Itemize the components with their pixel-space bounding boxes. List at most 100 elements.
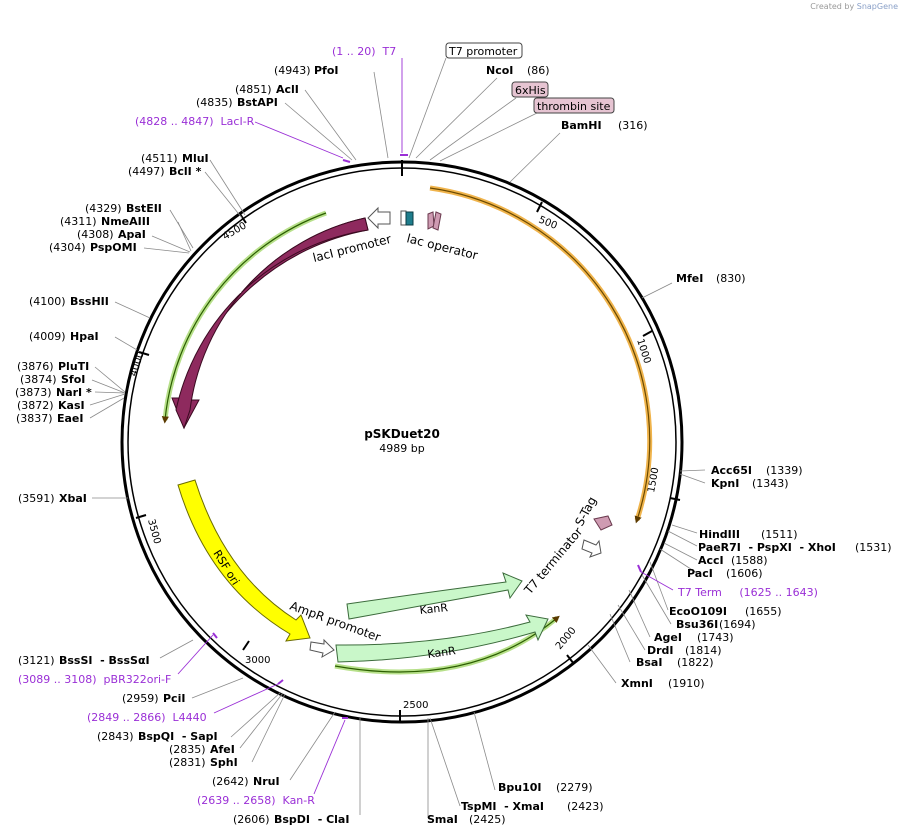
- enzyme-bsai: BsaI: [636, 656, 662, 669]
- enzyme-acci: AccI: [698, 554, 724, 567]
- kanr-arrow-1: [346, 572, 523, 620]
- enzyme-bsu36i: Bsu36I: [676, 618, 718, 631]
- primer-t7-term-label: T7 Term (1625 .. 1643): [677, 586, 818, 599]
- enzyme-bspqi-sapi: BspQI - SapI: [138, 730, 218, 743]
- orf-arc-right: [429, 187, 651, 524]
- enzyme-acc65i: Acc65I: [711, 464, 752, 477]
- tick-label-3000: 3000: [245, 655, 270, 666]
- orf-arc-right-outline: [429, 185, 653, 521]
- enzyme-ecoo109i: EcoO109I: [669, 605, 727, 618]
- tick-labels: 500 1000 1500 2000 2500 3000 3500 4000 4…: [128, 215, 661, 711]
- ampr-promoter-arrow: [309, 638, 335, 659]
- top-feature-labels: T7 promoter 6xHis thrombin site: [445, 42, 615, 114]
- t7-terminator-label: T7 terminator: [521, 525, 585, 598]
- rsf-ori-arrow: [177, 479, 311, 642]
- enzyme-mfei-pos: (830): [716, 272, 746, 285]
- t7-promoter-box: [400, 210, 407, 226]
- enzyme-kasi: KasI: [58, 399, 85, 412]
- t7-promoter-label-box: [445, 42, 523, 59]
- enzyme-bsssi: BssSI - BssSαI: [59, 654, 150, 667]
- enzyme-hpai-pos: (4009): [29, 330, 66, 343]
- enzyme-nmeaiii: NmeAIII: [101, 215, 150, 228]
- primer-l4440-label: (2849 .. 2866) L4440: [87, 711, 207, 724]
- enzyme-kasi-pos: (3872): [17, 399, 54, 412]
- enzyme-pspomi: PspOMI: [90, 241, 137, 254]
- primer-pbr322ori-f-label: (3089 .. 3108) pBR322ori-F: [18, 673, 171, 686]
- enzyme-nrui: NruI: [253, 775, 280, 788]
- enzyme-pluti: PluTI: [58, 360, 89, 373]
- enzyme-nari-pos: (3873): [15, 386, 52, 399]
- right-enzyme-labels: NcoI (86) BamHI (316) MfeI (830) Acc65I …: [427, 64, 892, 826]
- kanr-label-2: KanR: [427, 644, 457, 661]
- snapgene-credit: Created by SnapGene: [810, 2, 898, 11]
- lac-operator-label: lac operator: [405, 231, 479, 262]
- enzyme-mlui: MluI: [182, 152, 209, 165]
- his-tag-label-box: [511, 81, 549, 98]
- tick-1500: [669, 497, 681, 501]
- enzyme-bspdi-pos: (2606): [233, 813, 270, 826]
- tick-500: [536, 201, 543, 213]
- enzyme-bstapi: BstAPI: [237, 96, 278, 109]
- enzyme-bsshii: BssHII: [70, 295, 109, 308]
- primer-mark-l4440: [277, 679, 284, 685]
- s-tag-arrow: [593, 515, 613, 531]
- enzyme-bsu36i-pos: (1694): [719, 618, 756, 631]
- enzyme-bsteii: BstEII: [126, 202, 162, 215]
- enzyme-acc65i-pos: (1339): [766, 464, 803, 477]
- laci-promoter-arrow: [367, 206, 391, 230]
- primer-labels: (1 .. 20) T7 (4828 .. 4847) LacI-R T7 Te…: [18, 45, 818, 807]
- enzyme-bsshii-pos: (4100): [29, 295, 66, 308]
- enzyme-sfoi-pos: (3874): [20, 373, 57, 386]
- enzyme-paer7i-pspxi-xhoi: PaeR7I - PspXI - XhoI: [698, 541, 836, 554]
- enzyme-sfoi: SfoI: [61, 373, 85, 386]
- plasmid-name: pSKDuet20: [364, 427, 440, 441]
- s-tag-label: S-Tag: [572, 494, 599, 528]
- enzyme-bcli: BclI *: [169, 165, 202, 178]
- enzyme-acci-pos: (1588): [731, 554, 768, 567]
- primer-mark-laci-r: [342, 159, 351, 163]
- tick-4000: [138, 351, 150, 356]
- enzyme-nari: NarI *: [56, 386, 92, 399]
- enzyme-afei: AfeI: [210, 743, 235, 756]
- enzyme-kpni-pos: (1343): [752, 477, 789, 490]
- enzyme-sphi: SphI: [210, 756, 238, 769]
- tick-2000: [566, 654, 575, 665]
- enzyme-pcii-pos: (2959): [122, 692, 159, 705]
- enzyme-xmai-pos: (2423): [567, 800, 604, 813]
- tick-4500: [239, 213, 247, 224]
- enzyme-sphi-pos: (2831): [169, 756, 206, 769]
- enzyme-ncoi-pos: (86): [527, 64, 550, 77]
- enzyme-apai-pos: (4308): [77, 228, 114, 241]
- enzyme-xmni: XmnI: [621, 677, 653, 690]
- enzyme-pcii: PciI: [163, 692, 185, 705]
- laci-feature-body: [175, 217, 369, 430]
- enzyme-hindiii: HindIII: [699, 528, 740, 541]
- tick-label-3500: 3500: [145, 518, 162, 545]
- primer-kan-r-label: (2639 .. 2658) Kan-R: [197, 794, 315, 807]
- enzyme-agei-pos: (1743): [697, 631, 734, 644]
- enzyme-bspdi-clai: BspDI - ClaI: [274, 813, 349, 826]
- enzyme-drdi: DrdI: [647, 644, 674, 657]
- enzyme-ncoi: NcoI: [486, 64, 513, 77]
- leader-lines: [89, 57, 706, 818]
- primer-t7-label: (1 .. 20) T7: [332, 45, 396, 58]
- enzyme-nrui-pos: (2642): [212, 775, 249, 788]
- tick-label-4000: 4000: [128, 350, 146, 378]
- kan-orf-arc: [334, 615, 560, 673]
- enzyme-smai: SmaI: [427, 813, 458, 826]
- enzyme-smai-pos: (2425): [469, 813, 506, 826]
- enzyme-bstapi-pos: (4835): [196, 96, 233, 109]
- t7-promoter-label: T7 promoter: [448, 45, 518, 58]
- left-enzyme-labels: (4943) PfoI (4851) AclI (4835) BstAPI (4…: [15, 64, 349, 826]
- enzyme-bcli-pos: (4497): [128, 165, 165, 178]
- enzyme-xbai: XbaI: [59, 492, 87, 505]
- enzyme-bsssi-pos: (3121): [18, 654, 55, 667]
- tick-3000: [242, 640, 250, 651]
- enzyme-eaei-pos: (3837): [16, 412, 53, 425]
- thrombin-site-label-box: [533, 97, 615, 114]
- thrombin-site-label: thrombin site: [537, 100, 611, 113]
- enzyme-paci: PacI: [687, 567, 713, 580]
- primer-mark-t7term: [637, 564, 642, 573]
- enzyme-drdi-pos: (1814): [685, 644, 722, 657]
- enzyme-bpu10i-pos: (2279): [556, 781, 593, 794]
